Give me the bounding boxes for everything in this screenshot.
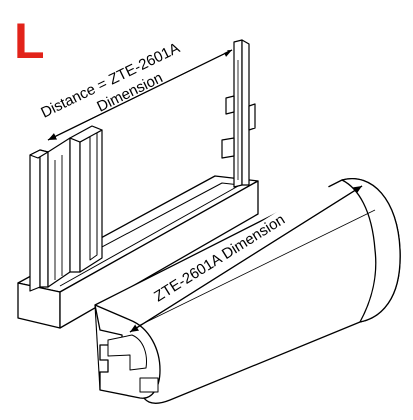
handrail-label-mask — [159, 181, 337, 305]
section-letter: L — [14, 13, 45, 69]
label-mask — [31, 0, 228, 135]
distance-arrow-right — [47, 49, 233, 141]
right-post — [221, 39, 256, 188]
left-channel — [29, 125, 103, 292]
handrail — [94, 178, 401, 404]
handrail-arrow-right — [129, 185, 363, 333]
